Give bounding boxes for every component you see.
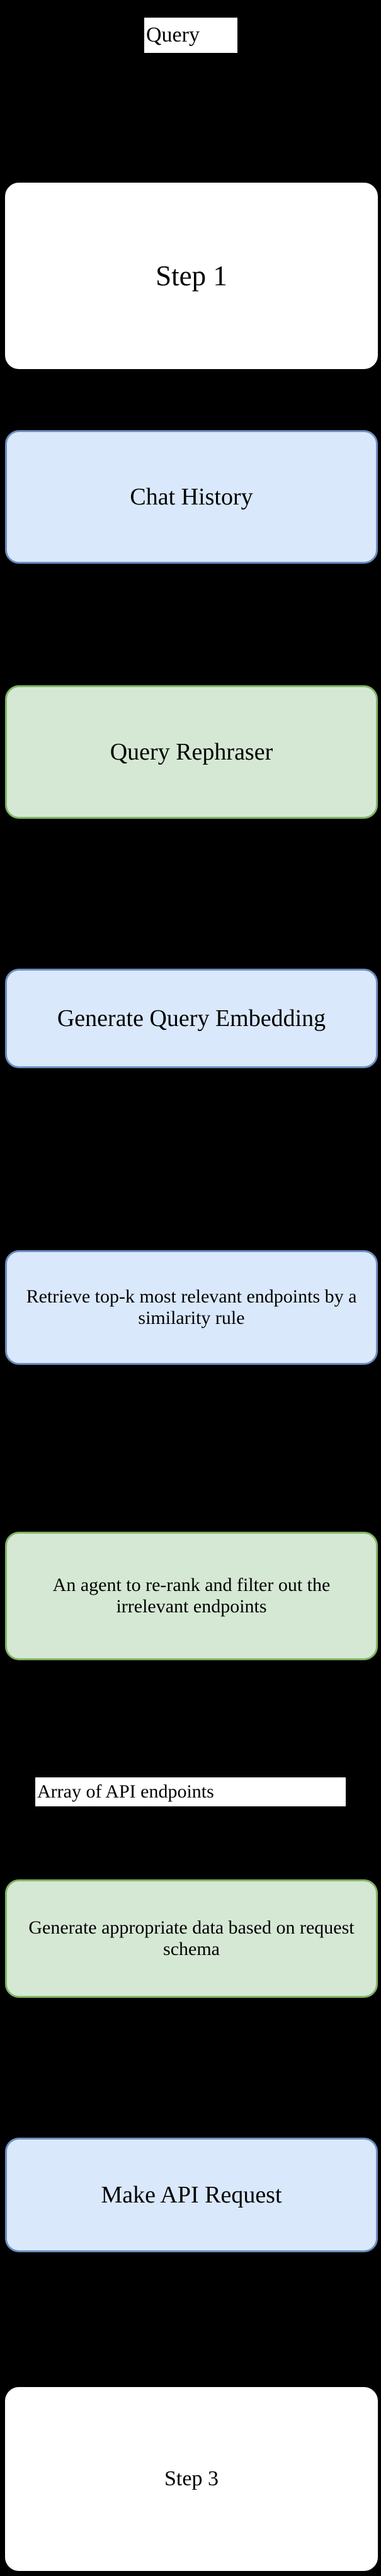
node-generate-query-embedding-label: Generate Query Embedding: [57, 1005, 326, 1032]
node-rerank-agent[interactable]: An agent to re-rank and filter out the i…: [5, 1532, 378, 1660]
edge-label-array-of-api-endpoints-text: Array of API endpoints: [37, 1781, 214, 1803]
node-query-rephraser[interactable]: Query Rephraser: [5, 685, 378, 819]
node-rerank-agent-label: An agent to re-rank and filter out the i…: [52, 1575, 331, 1617]
node-generate-data[interactable]: Generate appropriate data based on reque…: [5, 1879, 378, 1998]
node-retrieve-top-k-label: Retrieve top-k most relevant endpoints b…: [26, 1286, 357, 1328]
node-query-rephraser-label: Query Rephraser: [110, 738, 273, 765]
node-step-3[interactable]: Step 3: [5, 2387, 378, 2571]
node-make-api-request[interactable]: Make API Request: [5, 2138, 378, 2252]
node-chat-history-label: Chat History: [130, 483, 253, 510]
edge-label-query-text: Query: [146, 23, 200, 47]
node-make-api-request-label: Make API Request: [101, 2181, 282, 2208]
node-chat-history[interactable]: Chat History: [5, 430, 378, 564]
edge-label-array-of-api-endpoints: Array of API endpoints: [35, 1777, 346, 1806]
edge-label-query: Query: [144, 18, 237, 53]
node-retrieve-top-k[interactable]: Retrieve top-k most relevant endpoints b…: [5, 1250, 378, 1365]
node-generate-data-label: Generate appropriate data based on reque…: [28, 1917, 355, 1959]
node-step-1-label: Step 1: [156, 259, 227, 292]
node-step-3-label: Step 3: [164, 2466, 219, 2490]
node-generate-query-embedding[interactable]: Generate Query Embedding: [5, 969, 378, 1068]
node-step-1[interactable]: Step 1: [5, 183, 378, 369]
